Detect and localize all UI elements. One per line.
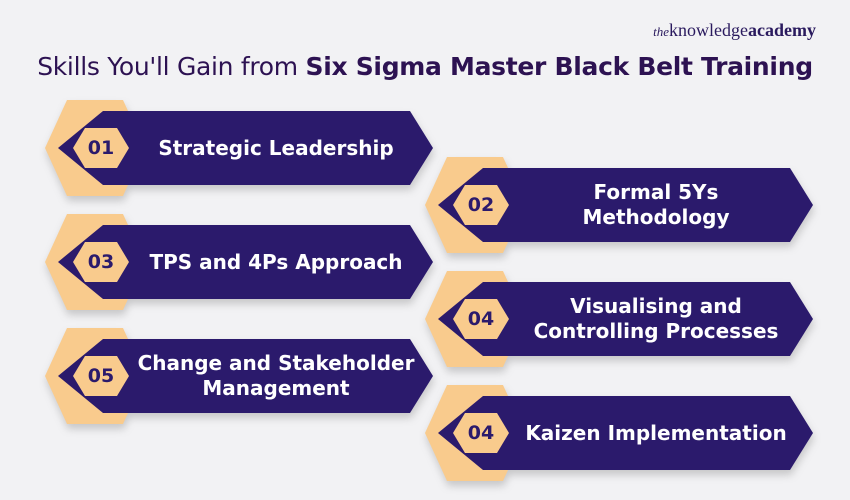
skill-number-badge: 02 (467, 194, 495, 216)
skill-number-badge: 04 (467, 422, 495, 444)
skill-item: 03 TPS and 4Ps Approach (45, 212, 435, 312)
brand-logo-the: the (653, 24, 670, 39)
hexagon-banner-graphic (425, 271, 813, 367)
brand-logo-knowledge: knowledge (669, 20, 749, 40)
skill-label: Formal 5Ys Methodology (582, 180, 730, 229)
skill-item: 04 Visualising and Controlling Processes (425, 269, 815, 369)
skill-item: 05 Change and Stakeholder Management (45, 326, 435, 426)
skill-item: 04 Kaizen Implementation (425, 383, 815, 483)
skill-label: Strategic Leadership (158, 135, 394, 160)
skill-label: Change and Stakeholder Management (137, 351, 415, 400)
hexagon-banner-graphic (425, 385, 813, 481)
skill-label: Kaizen Implementation (525, 420, 787, 445)
hexagon-banner-graphic (45, 328, 433, 424)
brand-logo-academy: academy (748, 20, 816, 40)
skill-number-badge: 04 (467, 308, 495, 330)
skill-item: 01 Strategic Leadership (45, 98, 435, 198)
skill-item: 02 Formal 5Ys Methodology (425, 155, 815, 255)
skill-label: Visualising and Controlling Processes (533, 294, 779, 343)
hexagon-banner-graphic (45, 214, 433, 310)
page-title: Skills You'll Gain from Six Sigma Master… (0, 52, 850, 81)
hexagon-banner-graphic (425, 157, 813, 253)
brand-logo: theknowledgeacademy (653, 20, 816, 41)
skill-number-badge: 05 (87, 365, 115, 387)
page-title-bold: Six Sigma Master Black Belt Training (305, 52, 814, 81)
skill-label: TPS and 4Ps Approach (149, 249, 403, 274)
hexagon-banner-graphic (45, 100, 433, 196)
page-title-regular: Skills You'll Gain from (37, 52, 306, 81)
skill-number-badge: 01 (87, 137, 115, 159)
skill-number-badge: 03 (87, 251, 115, 273)
